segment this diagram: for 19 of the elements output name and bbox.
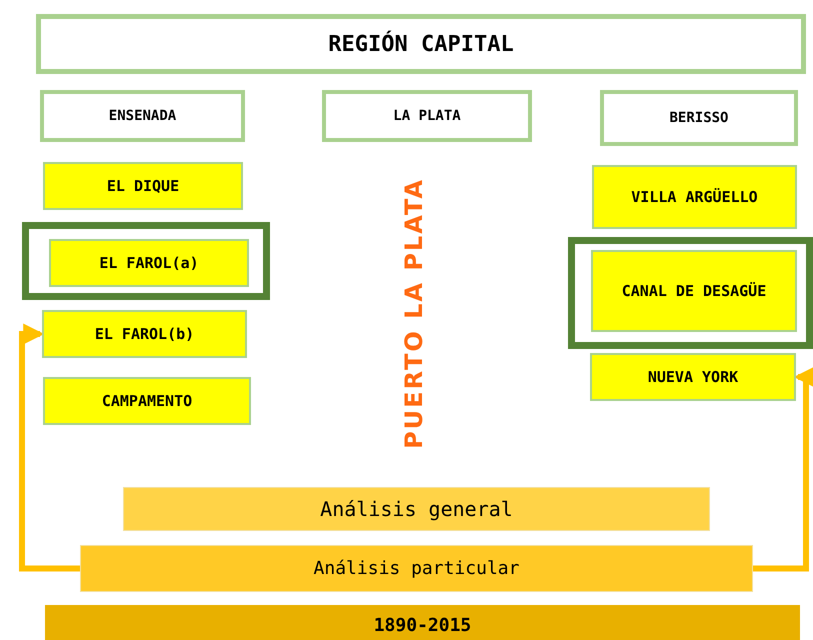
site-box: CAMPAMENTO: [43, 377, 251, 425]
arrow: [19, 324, 80, 572]
site-box: VILLA ARGÜELLO: [592, 165, 797, 229]
title-box: REGIÓN CAPITAL: [36, 14, 806, 74]
district-box: LA PLATA: [322, 90, 532, 142]
site-box: NUEVA YORK: [590, 353, 796, 401]
site-box: EL FAROL(b): [42, 310, 247, 358]
highlight-frame: [568, 237, 813, 349]
arrow: [753, 366, 813, 572]
site-box: CANAL DE DESAGÜE: [591, 250, 797, 332]
analysis-bar: Análisis general: [123, 487, 710, 531]
district-box: ENSENADA: [40, 90, 245, 142]
site-box: EL FAROL(a): [49, 239, 249, 287]
analysis-bar: Análisis particular: [80, 545, 753, 592]
district-box: BERISSO: [600, 90, 798, 146]
site-box: EL DIQUE: [43, 162, 243, 210]
highlight-frame: [22, 222, 270, 300]
vertical-label: PUERTO LA PLATA: [400, 178, 428, 449]
period-bar: 1890-2015: [45, 605, 800, 640]
